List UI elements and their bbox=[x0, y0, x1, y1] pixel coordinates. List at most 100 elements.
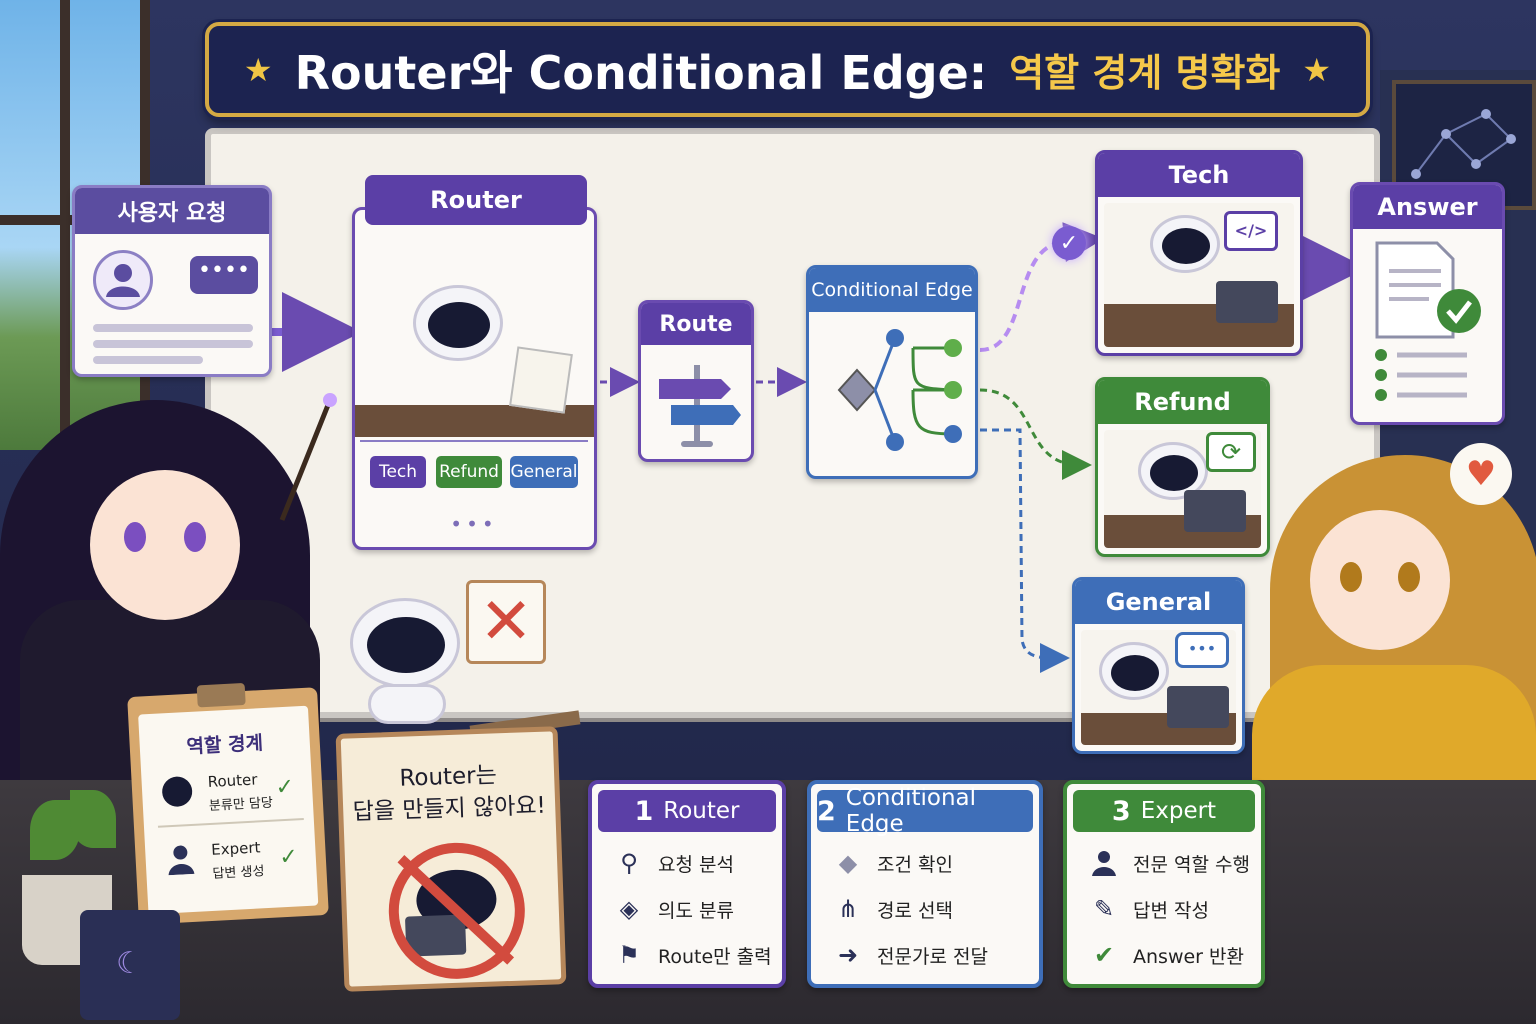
robot-icon bbox=[161, 775, 193, 808]
heart-icon: ♥ bbox=[1450, 443, 1512, 505]
mascot-body bbox=[368, 684, 446, 724]
tag-refund: Refund bbox=[436, 456, 502, 488]
tag-tech: Tech bbox=[370, 456, 426, 488]
role-boundary-clipboard: 역할 경계 Router 분류만 담당 ✓ Expert 답변 생성 ✓ bbox=[127, 682, 329, 925]
answer-header: Answer bbox=[1353, 185, 1502, 229]
router-header: Router bbox=[365, 175, 587, 225]
signpost-icon bbox=[659, 365, 741, 447]
clipboard-title: 역할 경계 bbox=[186, 732, 264, 759]
clip-icon bbox=[196, 682, 246, 708]
user-request-card: 사용자 요청 •••• bbox=[72, 185, 272, 377]
step-item: 전문 역할 수행 bbox=[1089, 846, 1253, 880]
step-item-label: Route만 출력 bbox=[658, 945, 772, 968]
teacher-face bbox=[90, 470, 240, 620]
text-line bbox=[93, 324, 253, 332]
person-icon bbox=[1089, 848, 1119, 878]
moon-icon: ☾ bbox=[116, 946, 143, 981]
star-icon: ★ bbox=[1302, 50, 1332, 89]
laptop-icon bbox=[1184, 490, 1246, 532]
route-header: Route bbox=[641, 303, 751, 345]
step-item-label: 전문 역할 수행 bbox=[1133, 853, 1250, 876]
laptop-icon bbox=[1167, 686, 1229, 728]
step-item-label: 답변 작성 bbox=[1133, 899, 1209, 922]
step-title: Router bbox=[663, 798, 740, 824]
refresh-icon: ⟳ bbox=[1206, 432, 1256, 472]
laptop-icon bbox=[1216, 281, 1278, 323]
step-number: 1 bbox=[634, 795, 654, 827]
diamond-icon: ◆ bbox=[838, 849, 858, 877]
text-line bbox=[93, 356, 203, 364]
arrow-right-icon: ➜ bbox=[837, 941, 859, 969]
tech-header: Tech bbox=[1098, 153, 1300, 197]
step-item-label: 전문가로 전달 bbox=[877, 945, 988, 968]
answer-card: Answer bbox=[1350, 182, 1505, 425]
step-conditional-edge-header: 2 Conditional Edge bbox=[817, 785, 1033, 837]
step-item: ✎ 답변 작성 bbox=[1089, 892, 1253, 926]
step-number: 2 bbox=[817, 795, 836, 827]
refund-header: Refund bbox=[1098, 380, 1267, 424]
pencil-icon: ✎ bbox=[1093, 895, 1115, 923]
clipboard-role-expert: Expert bbox=[210, 838, 261, 859]
tech-robot-icon bbox=[1150, 215, 1220, 273]
step-item-label: 요청 분석 bbox=[658, 853, 734, 876]
step-item-label: 경로 선택 bbox=[877, 899, 953, 922]
step-router: 1 Router ⚲ 요청 분석 ◈ 의도 분류 ⚑ Route만 출력 bbox=[588, 780, 786, 988]
arrow-cond-to-refund bbox=[979, 388, 1092, 480]
conditional-edge-header: Conditional Edge bbox=[809, 268, 975, 312]
general-robot-icon bbox=[1099, 642, 1169, 700]
speech-bubble-icon: •••• bbox=[190, 256, 258, 294]
clipboard-paper: 역할 경계 Router 분류만 담당 ✓ Expert 답변 생성 ✓ bbox=[138, 705, 319, 915]
general-header: General bbox=[1075, 580, 1242, 624]
pointer-wand-icon bbox=[279, 393, 337, 521]
branch-diagram-icon bbox=[837, 329, 962, 451]
step-number: 3 bbox=[1111, 795, 1131, 827]
conditional-edge-card: Conditional Edge bbox=[806, 265, 978, 479]
router-robot-icon bbox=[413, 285, 503, 361]
route-card: Route bbox=[638, 300, 754, 462]
step-item: ⚲ 요청 분석 bbox=[614, 846, 774, 880]
check-icon: ✓ bbox=[278, 844, 299, 871]
text-line bbox=[93, 340, 253, 348]
step-item: ➜ 전문가로 전달 bbox=[833, 938, 1031, 972]
clipboard-desc-expert: 답변 생성 bbox=[212, 864, 265, 882]
step-router-header: 1 Router bbox=[598, 790, 776, 832]
tag-icon: ◈ bbox=[619, 895, 639, 923]
clipboard-desc-router: 분류만 담당 bbox=[208, 795, 274, 814]
check-circle-icon: ✔ bbox=[1093, 941, 1115, 969]
sign-line-2: 답을 만들지 않아요! bbox=[352, 792, 547, 826]
step-item: ◈ 의도 분류 bbox=[614, 892, 774, 926]
answer-document-icon bbox=[1375, 241, 1481, 401]
student-face bbox=[1310, 510, 1450, 650]
user-avatar-icon bbox=[93, 250, 153, 310]
mug: ☾ bbox=[80, 910, 180, 1020]
refund-robot-icon bbox=[1138, 442, 1208, 500]
step-item: ✔ Answer 반환 bbox=[1089, 938, 1253, 972]
clipboard-role-router: Router bbox=[207, 770, 258, 792]
step-item: ⋔ 경로 선택 bbox=[833, 892, 1031, 926]
signpost-icon: ⚑ bbox=[618, 941, 640, 969]
tech-expert-card: Tech </> bbox=[1095, 150, 1303, 356]
tag-general: General bbox=[510, 456, 578, 488]
code-icon: </> bbox=[1224, 211, 1278, 251]
router-warning-sign: Router는 답을 만들지 않아요! bbox=[335, 726, 567, 992]
user-request-header: 사용자 요청 bbox=[75, 188, 269, 234]
plant-leaf bbox=[70, 790, 116, 848]
step-expert-header: 3 Expert bbox=[1073, 790, 1255, 832]
step-title: Expert bbox=[1140, 798, 1217, 824]
step-item-label: 조건 확인 bbox=[877, 853, 953, 876]
check-icon: ✓ bbox=[275, 774, 295, 801]
window-frame-post bbox=[60, 0, 70, 450]
step-item-label: Answer 반환 bbox=[1133, 945, 1244, 968]
title-main: Router와 Conditional Edge: bbox=[294, 45, 988, 100]
step-conditional-edge: 2 Conditional Edge ◆ 조건 확인 ⋔ 경로 선택 ➜ 전문가… bbox=[807, 780, 1043, 988]
refund-expert-card: Refund ⟳ bbox=[1095, 377, 1270, 557]
network-graph-icon bbox=[1411, 109, 1516, 179]
more-dots: ••• bbox=[450, 512, 498, 536]
title-banner: ★ Router와 Conditional Edge: 역할 경계 명확화 ★ bbox=[205, 22, 1370, 117]
step-title: Conditional Edge bbox=[845, 785, 977, 837]
title-accent: 역할 경계 명확화 bbox=[1009, 51, 1281, 95]
check-circle-icon: ✓ bbox=[1052, 226, 1086, 260]
general-expert-card: General ••• bbox=[1072, 577, 1245, 754]
step-expert: 3 Expert 전문 역할 수행 ✎ 답변 작성 ✔ Answer 반환 bbox=[1063, 780, 1265, 988]
